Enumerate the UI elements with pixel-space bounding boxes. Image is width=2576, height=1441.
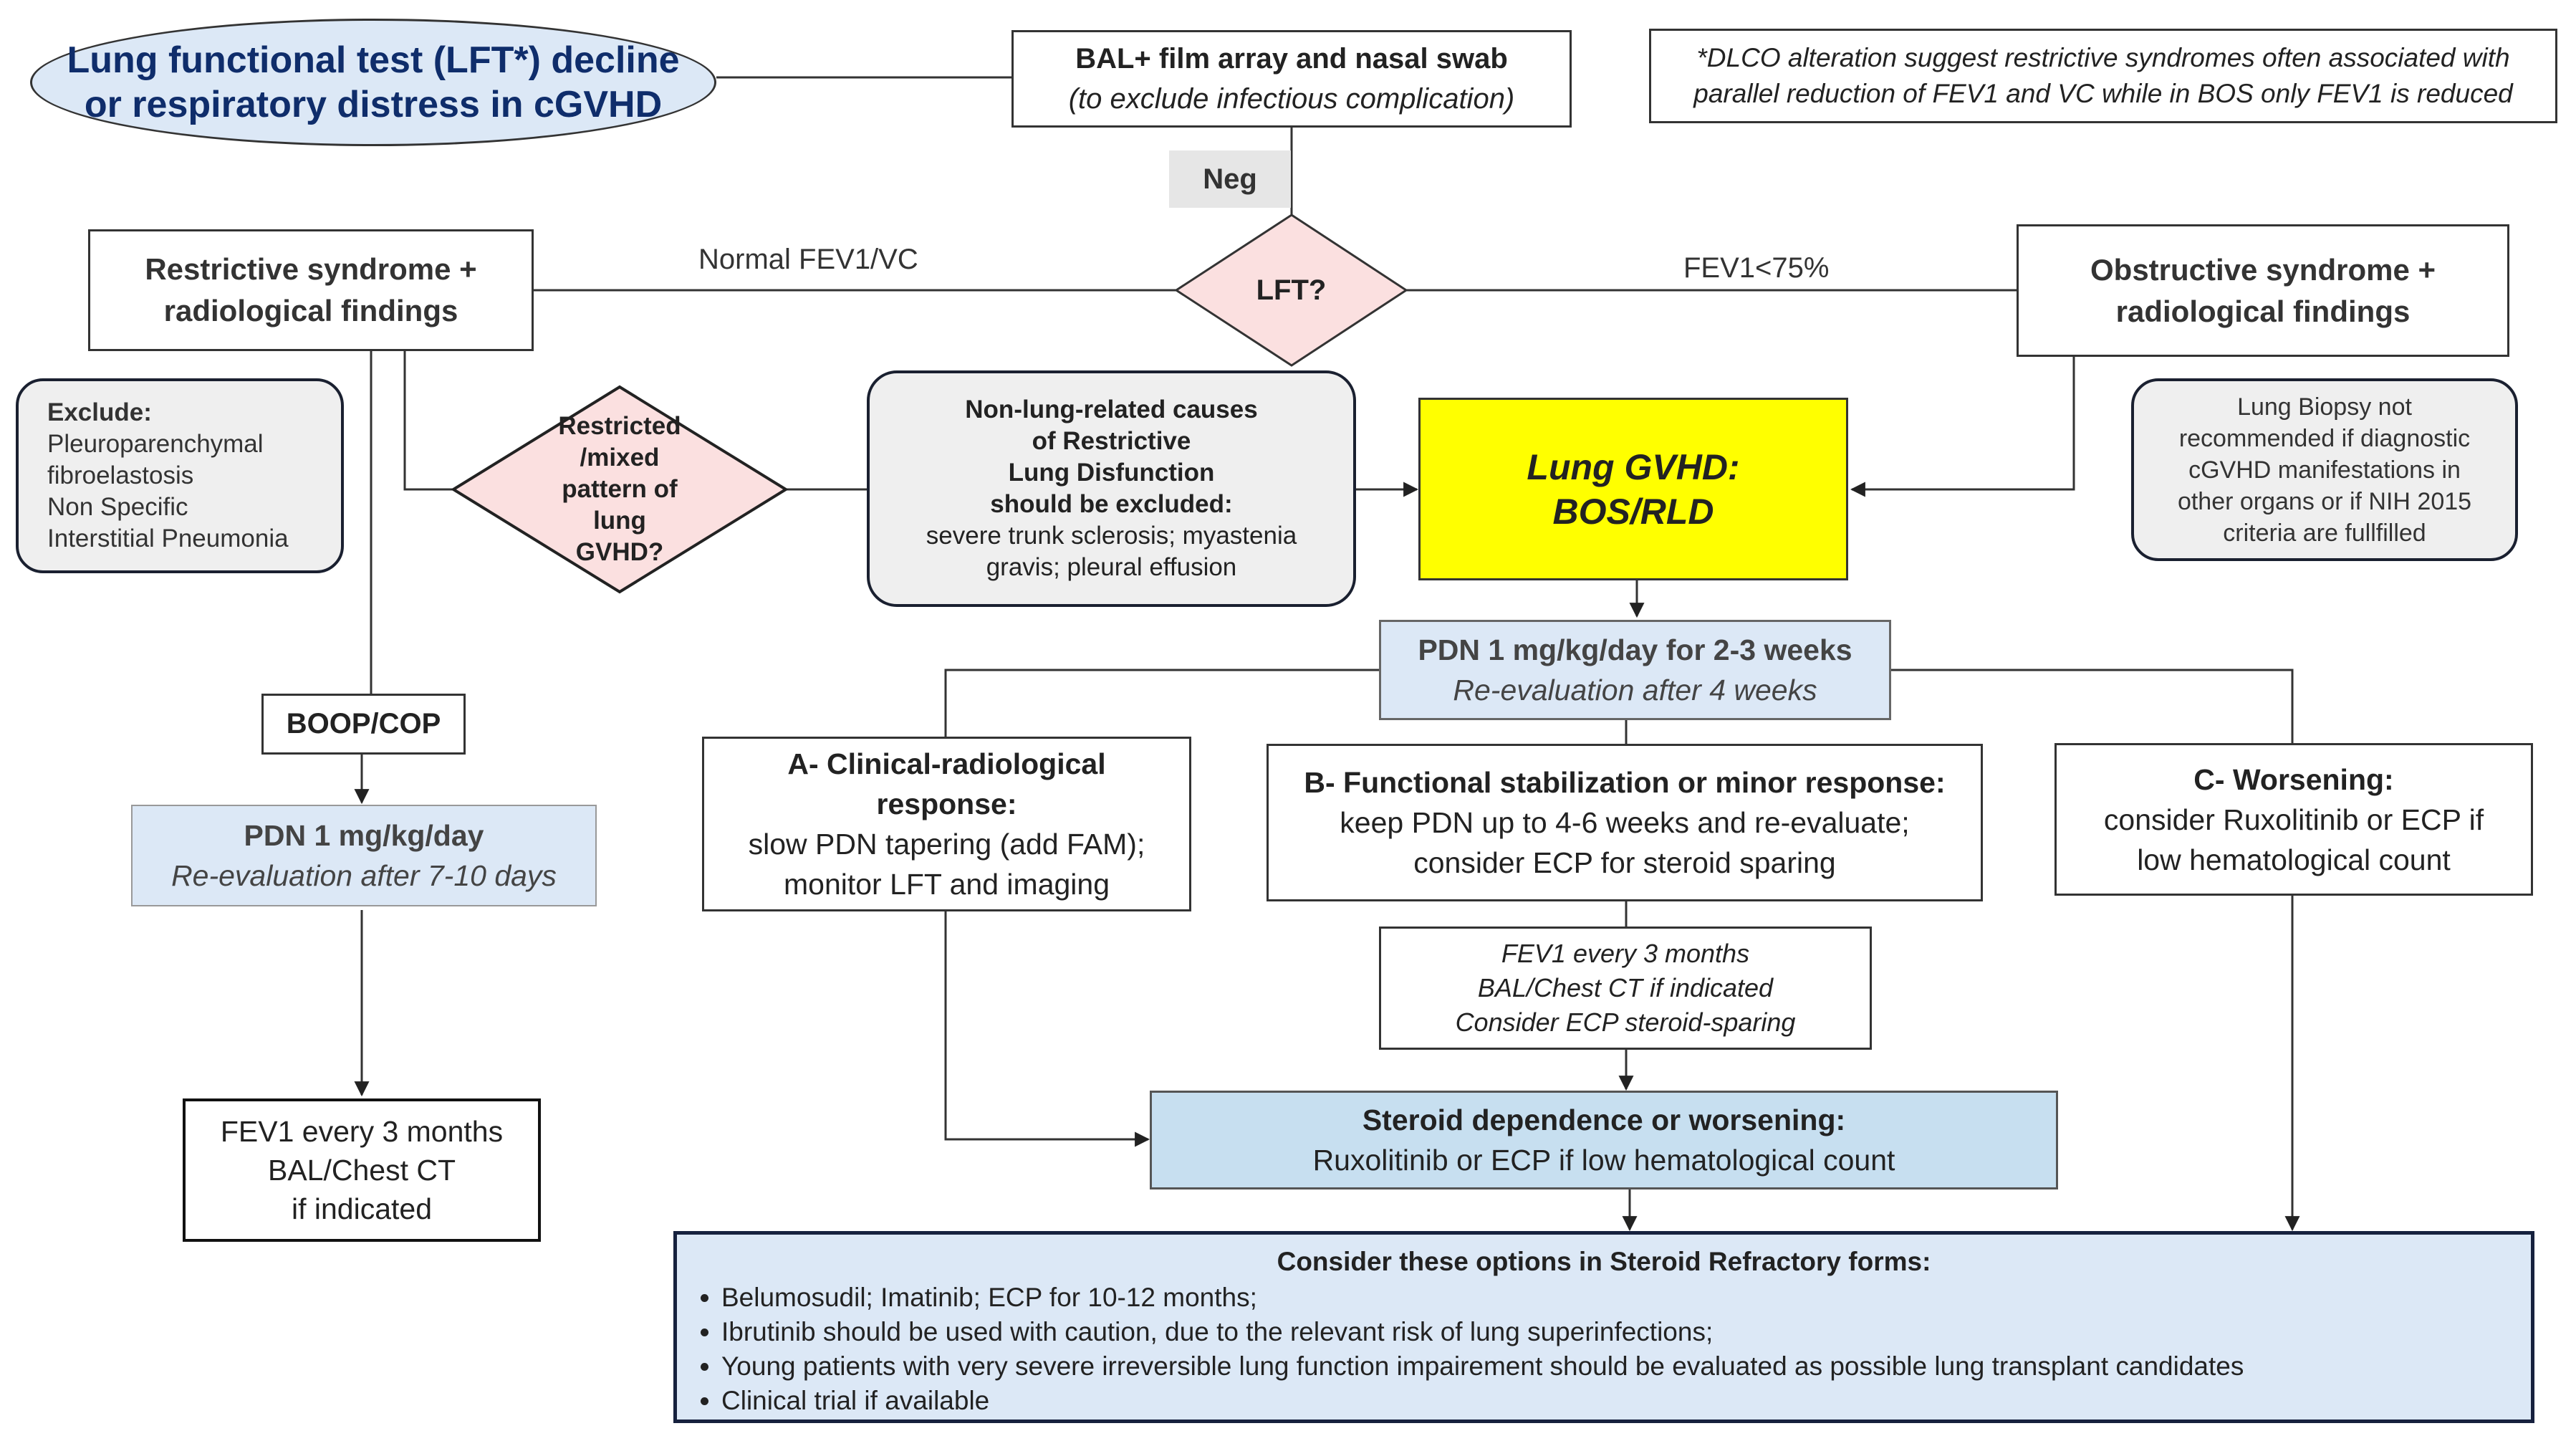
exclude-line: Interstitial Pneumonia — [47, 525, 289, 552]
exclude-line: Non Specific — [47, 493, 188, 521]
connector-pdn-branch-a — [944, 669, 1379, 737]
followup-left-line: FEV1 every 3 months — [220, 1115, 504, 1148]
followup-b-box: FEV1 every 3 months BAL/Chest CT if indi… — [1379, 927, 1872, 1050]
bal-title: BAL+ film array and nasal swab — [1075, 43, 1508, 75]
arrow-a-steroid — [944, 911, 1150, 1147]
branch-a-title: A- Clinical-radiological — [787, 747, 1106, 780]
refractory-item: Clinical trial if available — [721, 1384, 2517, 1418]
footnote-line: *DLCO alteration suggest restrictive syn… — [1696, 43, 2510, 72]
refractory-item: Ibrutinib should be used with caution, d… — [721, 1315, 2517, 1349]
pattern-line: /mixed — [580, 444, 660, 471]
branch-a-body: monitor LFT and imaging — [783, 868, 1110, 901]
exclude-line: Pleuroparenchymal — [47, 430, 264, 458]
refractory-title: Consider these options in Steroid Refrac… — [1277, 1247, 1931, 1276]
fev1-75-label: FEV1<75% — [1683, 252, 1830, 284]
nonlung-title-line: should be excluded: — [990, 490, 1233, 518]
pattern-diamond — [451, 385, 789, 594]
pdn-left-sub: Re-evaluation after 7-10 days — [171, 859, 557, 892]
restrictive-line: Restrictive syndrome + — [145, 252, 477, 286]
branch-a-title: response: — [876, 787, 1017, 820]
connector-restrictive-diamond — [403, 351, 453, 491]
branch-b-title: B- Functional stabilization or minor res… — [1304, 766, 1946, 799]
nonlung-body-line: severe trunk sclerosis; myastenia — [926, 522, 1297, 550]
title-line: or respiratory distress in cGVHD — [84, 84, 663, 125]
steroid-dependence-box: Steroid dependence or worsening: Ruxolit… — [1150, 1091, 2058, 1189]
gvhd-box: Lung GVHD: BOS/RLD — [1418, 398, 1848, 580]
obstructive-line: Obstructive syndrome + — [2090, 252, 2436, 287]
steroid-dependence-title: Steroid dependence or worsening: — [1362, 1104, 1846, 1136]
biopsy-line: recommended if diagnostic — [2178, 424, 2471, 452]
biopsy-line: other organs or if NIH 2015 — [2177, 487, 2472, 515]
refractory-item: Belumosudil; Imatinib; ECP for 10-12 mon… — [721, 1280, 2517, 1315]
followup-left-line: if indicated — [291, 1192, 432, 1225]
followup-left-box: FEV1 every 3 months BAL/Chest CT if indi… — [183, 1098, 541, 1242]
branch-b-box: B- Functional stabilization or minor res… — [1267, 744, 1983, 901]
exclude-title: Exclude: — [47, 398, 152, 426]
pdn-main-box: PDN 1 mg/kg/day for 2-3 weeks Re-evaluat… — [1379, 620, 1891, 720]
gvhd-line: Lung GVHD: — [1527, 446, 1740, 487]
refractory-item: Young patients with very severe irrevers… — [721, 1349, 2517, 1384]
branch-c-title: C- Worsening: — [2193, 762, 2394, 796]
pdn-main-title: PDN 1 mg/kg/day for 2-3 weeks — [1418, 633, 1852, 666]
pattern-line: pattern of — [562, 475, 678, 503]
pattern-line: lung — [593, 507, 646, 535]
followup-b-line: BAL/Chest CT if indicated — [1477, 973, 1774, 1002]
restrictive-box: Restrictive syndrome + radiological find… — [88, 229, 534, 351]
lft-diamond — [1174, 214, 1408, 367]
nonlung-title-line: Lung Disfunction — [1008, 459, 1215, 487]
lft-question: LFT? — [1256, 274, 1327, 306]
arrow-obstructive-gvhd — [1850, 351, 2075, 497]
branch-b-body: consider ECP for steroid sparing — [1413, 846, 1836, 879]
pdn-main-sub: Re-evaluation after 4 weeks — [1453, 674, 1817, 707]
pdn-left-title: PDN 1 mg/kg/day — [244, 819, 484, 852]
nonlung-box: Non-lung-related causes of Restrictive L… — [867, 370, 1356, 607]
steroid-dependence-body: Ruxolitinib or ECP if low hematological … — [1312, 1144, 1895, 1177]
branch-c-body: low hematological count — [2137, 843, 2451, 876]
exclude-line: fibroelastosis — [47, 461, 194, 489]
exclude-box: Exclude: Pleuroparenchymal fibroelastosi… — [16, 378, 344, 573]
title-line: Lung functional test (LFT*) decline — [67, 39, 680, 81]
refractory-list: Belumosudil; Imatinib; ECP for 10-12 mon… — [691, 1280, 2517, 1418]
neg-label: Neg — [1169, 150, 1291, 208]
branch-b-body: keep PDN up to 4-6 weeks and re-evaluate… — [1340, 806, 1910, 839]
pattern-line: GVHD? — [575, 538, 664, 566]
followup-b-line: Consider ECP steroid-sparing — [1455, 1007, 1796, 1037]
pattern-line: Restricted — [558, 412, 681, 440]
pdn-left-box: PDN 1 mg/kg/day Re-evaluation after 7-10… — [131, 805, 597, 906]
obstructive-line: radiological findings — [2115, 294, 2411, 328]
obstructive-box: Obstructive syndrome + radiological find… — [2017, 224, 2509, 357]
refractory-box: Consider these options in Steroid Refrac… — [673, 1231, 2534, 1423]
branch-a-body: slow PDN tapering (add FAM); — [748, 828, 1145, 861]
biopsy-line: Lung Biopsy not — [2237, 393, 2412, 421]
biopsy-box: Lung Biopsy not recommended if diagnosti… — [2131, 378, 2518, 561]
followup-b-line: FEV1 every 3 months — [1501, 939, 1750, 968]
boop-box: BOOP/COP — [261, 694, 466, 755]
nonlung-body-line: gravis; pleural effusion — [986, 553, 1237, 581]
normal-fev1-label: Normal FEV1/VC — [698, 244, 918, 275]
pattern-question: Restricted /mixed pattern of lung GVHD? — [525, 401, 714, 578]
bal-subtitle: (to exclude infectious complication) — [1068, 83, 1515, 115]
followup-left-line: BAL/Chest CT — [267, 1154, 456, 1187]
biopsy-line: cGVHD manifestations in — [2188, 456, 2461, 484]
branch-a-box: A- Clinical-radiological response: slow … — [702, 737, 1191, 911]
bal-box: BAL+ film array and nasal swab (to exclu… — [1011, 30, 1572, 128]
branch-c-body: consider Ruxolitinib or ECP if — [2103, 803, 2484, 836]
nonlung-title-line: of Restrictive — [1032, 427, 1191, 455]
branch-c-box: C- Worsening: consider Ruxolitinib or EC… — [2054, 743, 2533, 896]
biopsy-line: criteria are fullfilled — [2223, 519, 2426, 547]
footnote-line: parallel reduction of FEV1 and VC while … — [1693, 79, 2513, 108]
title-ellipse: Lung functional test (LFT*) decline or r… — [30, 19, 716, 146]
gvhd-line: BOS/RLD — [1552, 491, 1714, 532]
connector-pdn-branch-c — [1891, 669, 2294, 743]
footnote-box: *DLCO alteration suggest restrictive syn… — [1649, 29, 2557, 123]
restrictive-line: radiological findings — [163, 294, 458, 327]
nonlung-title-line: Non-lung-related causes — [965, 396, 1258, 423]
